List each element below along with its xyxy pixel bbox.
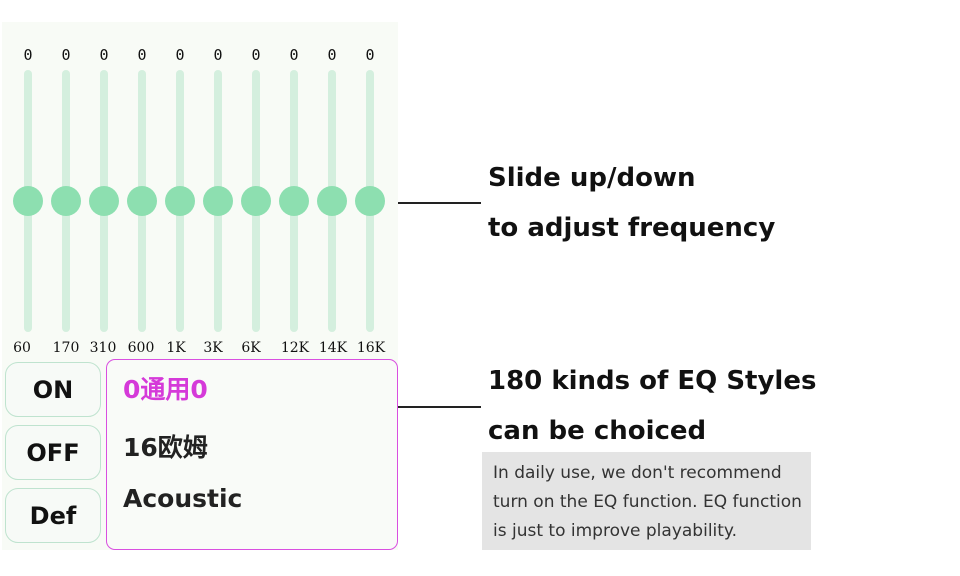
band-value-label: 0: [365, 46, 375, 64]
band-value-label: 0: [327, 46, 337, 64]
band-frequency-label: 16K: [356, 340, 386, 356]
band-frequency-label: 12K: [280, 340, 310, 356]
usage-note: In daily use, we don't recommend turn on…: [482, 452, 811, 550]
band-frequency-label: 310: [89, 340, 117, 356]
usage-note-line: In daily use, we don't recommend: [493, 463, 782, 483]
band-value-label: 0: [213, 46, 223, 64]
slider-annotation-line1: Slide up/down: [488, 163, 696, 193]
styles-annotation-line2: can be choiced: [488, 416, 707, 446]
band-slider-knob[interactable]: [355, 186, 385, 216]
usage-note-line: is just to improve playability.: [493, 521, 737, 541]
styles-annotation-line1: 180 kinds of EQ Styles: [488, 366, 817, 396]
band-value-label: 0: [23, 46, 33, 64]
band-slider-knob[interactable]: [13, 186, 43, 216]
band-value-label: 0: [289, 46, 299, 64]
band-frequency-label: 1K: [166, 340, 186, 356]
slider-annotation-line2: to adjust frequency: [488, 213, 776, 243]
band-frequency-label: 60: [13, 340, 31, 356]
band-frequency-label: 6K: [241, 340, 261, 356]
band-frequency-label: 170: [52, 340, 80, 356]
eq-default-button[interactable]: Def: [5, 488, 101, 543]
eq-on-button[interactable]: ON: [5, 362, 101, 417]
band-slider-knob[interactable]: [165, 186, 195, 216]
band-value-label: 0: [137, 46, 147, 64]
eq-style-item[interactable]: 16欧姆: [123, 433, 208, 462]
styles-callout-line: [398, 406, 481, 408]
band-value-label: 0: [251, 46, 261, 64]
eq-style-list[interactable]: 0通用0 16欧姆 Acoustic: [106, 359, 398, 550]
usage-note-line: turn on the EQ function. EQ function: [493, 492, 802, 512]
band-value-label: 0: [175, 46, 185, 64]
band-value-label: 0: [61, 46, 71, 64]
band-slider-knob[interactable]: [317, 186, 347, 216]
band-frequency-label: 3K: [203, 340, 223, 356]
eq-off-button[interactable]: OFF: [5, 425, 101, 480]
band-slider-knob[interactable]: [241, 186, 271, 216]
band-slider-knob[interactable]: [51, 186, 81, 216]
band-value-label: 0: [99, 46, 109, 64]
eq-style-item[interactable]: 0通用0: [123, 375, 208, 404]
band-slider-knob[interactable]: [279, 186, 309, 216]
band-frequency-label: 14K: [318, 340, 348, 356]
band-slider-knob[interactable]: [89, 186, 119, 216]
band-slider-knob[interactable]: [127, 186, 157, 216]
band-slider-knob[interactable]: [203, 186, 233, 216]
slider-callout-line: [398, 202, 481, 204]
band-frequency-label: 600: [127, 340, 155, 356]
eq-style-item[interactable]: Acoustic: [123, 484, 243, 513]
